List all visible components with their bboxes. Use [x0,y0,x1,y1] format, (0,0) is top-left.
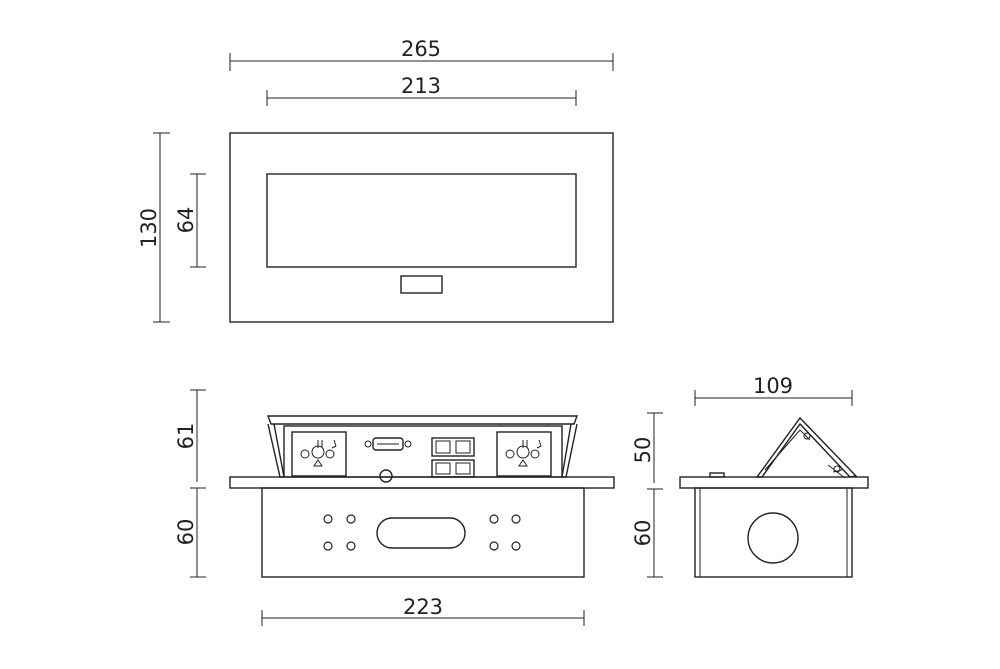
dim-top-inner-width: 213 [266,74,577,106]
dim-top-inner-height: 64 [174,173,206,268]
dim-front-body-height: 60 [174,487,206,578]
dim-label-50: 50 [631,437,655,464]
dim-top-outer-height: 130 [137,132,170,323]
dim-side-width: 109 [694,374,853,406]
front-cable-slot [376,517,466,549]
dim-label-61: 61 [174,423,198,450]
front-lid-top [266,415,579,425]
dim-side-lid-height: 50 [631,412,663,483]
dim-top-outer-width: 265 [229,37,614,71]
front-flange [229,476,615,489]
dim-front-body-width: 223 [261,595,585,626]
network-port-top [431,437,475,457]
vga-port [364,437,412,451]
network-port-bottom [431,459,475,478]
top-finger-notch [400,275,443,294]
front-screw-holes [323,514,521,551]
round-port [379,469,393,483]
dim-side-body-height: 60 [631,488,663,578]
side-view: 109 50 60 [631,374,869,578]
front-lid-right-side [561,423,578,478]
front-socket-panel [283,425,563,478]
dim-label-265: 265 [401,37,441,61]
dim-label-60-front: 60 [174,519,198,546]
dim-label-213: 213 [401,74,441,98]
power-socket-left [291,431,347,477]
top-outer-frame [229,132,614,323]
top-view: 265 213 130 64 [137,37,614,323]
dim-label-60-side: 60 [631,520,655,547]
power-socket-right [496,431,552,477]
dim-label-130: 130 [137,208,161,248]
side-open-lid [755,416,858,479]
top-inner-window [266,173,577,268]
front-body [261,487,585,578]
side-flange [679,476,869,489]
side-cable-hole [747,512,799,564]
front-view: 61 60 223 [174,389,615,626]
dim-label-223: 223 [403,595,443,619]
front-lid-left-side [267,423,285,478]
dim-label-109: 109 [753,374,793,398]
dim-label-64: 64 [174,207,198,234]
side-flange-tab [709,472,725,478]
dim-front-lid-height: 61 [174,389,206,482]
side-body [694,487,853,578]
